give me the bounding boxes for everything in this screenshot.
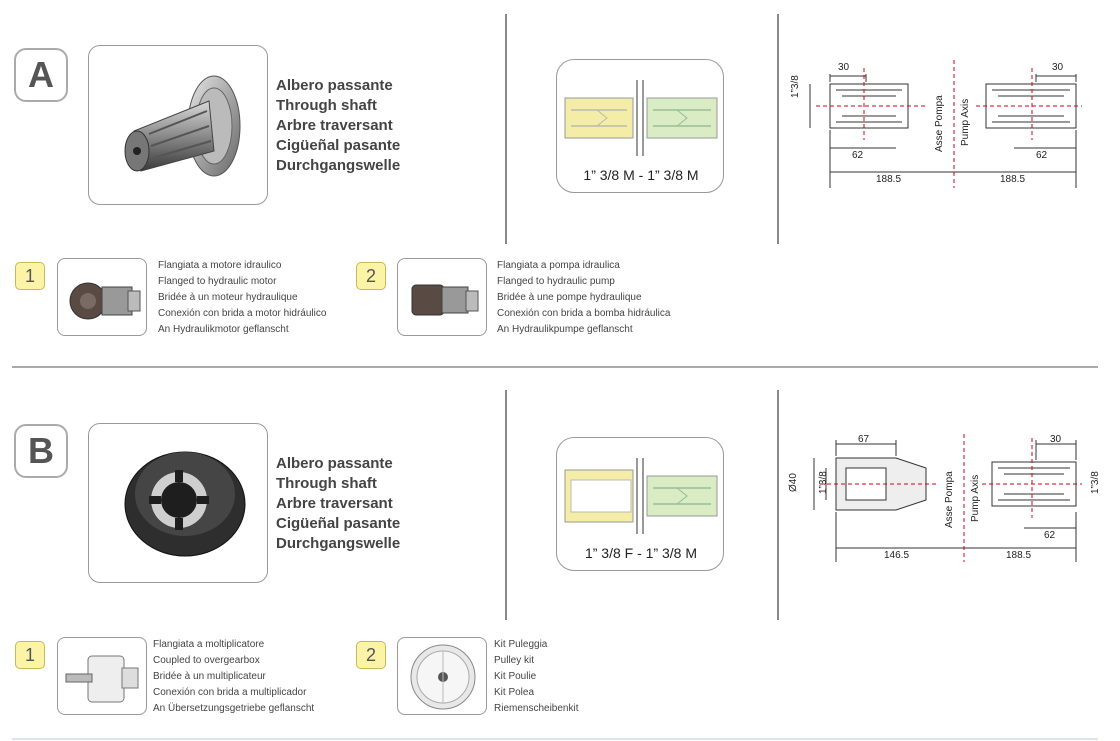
desc-line: Durchgangswelle xyxy=(276,157,401,174)
option-line: Flanged to hydraulic motor xyxy=(158,276,277,287)
dim-right-total: 188.5 xyxy=(1006,550,1032,561)
desc-line: Albero passante xyxy=(276,455,393,472)
desc-line: Through shaft xyxy=(276,97,377,114)
section-b-letter: B xyxy=(28,430,54,471)
axis-label-en: Pump Axis xyxy=(970,474,981,522)
divider xyxy=(505,390,507,620)
dim-right-top: 30 xyxy=(1052,62,1064,73)
dim-left-diameter: Ø40 xyxy=(788,473,799,492)
spline-label-b: 1” 3/8 F - 1” 3/8 M xyxy=(584,545,698,561)
option-a1-number: 1 xyxy=(15,262,45,290)
option-line: Kit Poulie xyxy=(494,671,537,682)
option-line: Kit Polea xyxy=(494,687,535,698)
desc-line: Durchgangswelle xyxy=(276,535,401,552)
option-line: Conexión con brida a bomba hidráulica xyxy=(497,308,671,319)
axis-label-it: Asse Pompa xyxy=(944,471,955,528)
option-number: 1 xyxy=(24,644,35,665)
overgearbox-photo xyxy=(57,637,147,715)
spline-diagram-b: 1” 3/8 F - 1” 3/8 M xyxy=(556,437,724,571)
dim-right-top: 30 xyxy=(1050,434,1062,445)
divider xyxy=(777,390,779,620)
bottom-border xyxy=(12,738,1098,740)
option-b1-number: 1 xyxy=(15,641,45,669)
option-number: 2 xyxy=(365,644,376,665)
option-line: Flangiata a pompa idraulica xyxy=(497,260,620,271)
option-a1-description: Flangiata a motore idraulico Flanged to … xyxy=(158,258,326,338)
through-shaft-photo-a xyxy=(88,45,268,205)
desc-line: Cigüeñal pasante xyxy=(276,515,401,532)
desc-line: Albero passante xyxy=(276,77,393,94)
section-separator xyxy=(12,366,1098,368)
option-a2-description: Flangiata a pompa idraulica Flanged to h… xyxy=(497,258,670,338)
section-b-description: Albero passante Through shaft Arbre trav… xyxy=(276,454,400,554)
technical-drawing-b: 67 Ø40 1”3/8 146.5 30 1”3/8 62 188.5 Ass… xyxy=(786,434,1101,564)
option-number: 1 xyxy=(24,265,35,286)
option-line: Bridée à un moteur hydraulique xyxy=(158,292,298,303)
option-a2-number: 2 xyxy=(356,262,386,290)
option-line: Bridée à une pompe hydraulique xyxy=(497,292,642,303)
option-b1-description: Flangiata a moltiplicatore Coupled to ov… xyxy=(153,637,314,717)
dim-left-top: 67 xyxy=(858,434,870,445)
dim-left-total: 188.5 xyxy=(876,174,902,185)
dim-left-top: 30 xyxy=(838,62,850,73)
hydraulic-motor-photo xyxy=(57,258,147,336)
option-line: An Hydraulikmotor geflanscht xyxy=(158,324,289,335)
spline-diagram-a: 1” 3/8 M - 1” 3/8 M xyxy=(556,59,724,193)
option-line: Pulley kit xyxy=(494,655,535,666)
hydraulic-pump-photo xyxy=(397,258,487,336)
dim-right-bottom: 62 xyxy=(1036,150,1048,161)
through-shaft-photo-b xyxy=(88,423,268,583)
desc-line: Arbre traversant xyxy=(276,117,393,134)
section-a-badge: A xyxy=(14,48,68,102)
axis-label-it: Asse Pompa xyxy=(934,95,945,152)
option-b2-description: Kit Puleggia Pulley kit Kit Poulie Kit P… xyxy=(494,637,579,717)
spline-label-a: 1” 3/8 M - 1” 3/8 M xyxy=(583,167,699,183)
option-line: Conexión con brida a motor hidráulico xyxy=(158,308,327,319)
option-number: 2 xyxy=(365,265,376,286)
desc-line: Arbre traversant xyxy=(276,495,393,512)
dim-left-total: 146.5 xyxy=(884,550,910,561)
desc-line: Through shaft xyxy=(276,475,377,492)
divider xyxy=(505,14,507,244)
option-line: Flangiata a motore idraulico xyxy=(158,260,282,271)
dim-right-height: 1”3/8 xyxy=(1090,471,1101,494)
dim-left-height: 1”3/8 xyxy=(818,471,829,494)
technical-drawing-a: 30 1”3/8 62 188.5 30 62 188.5 Asse Pompa… xyxy=(786,60,1086,190)
pulley-photo xyxy=(397,637,487,715)
dim-left-height: 1”3/8 xyxy=(790,75,801,98)
option-line: An Hydraulikpumpe geflanscht xyxy=(497,324,633,335)
option-line: Kit Puleggia xyxy=(494,639,548,650)
option-b2-number: 2 xyxy=(356,641,386,669)
option-line: Flangiata a moltiplicatore xyxy=(153,639,265,650)
dim-right-total: 188.5 xyxy=(1000,174,1026,185)
option-line: Riemenscheibenkit xyxy=(494,703,579,714)
divider xyxy=(777,14,779,244)
section-a-letter: A xyxy=(28,54,54,95)
option-line: Flanged to hydraulic pump xyxy=(497,276,615,287)
dim-left-bottom: 62 xyxy=(852,150,864,161)
option-line: Bridée à un multiplicateur xyxy=(153,671,266,682)
axis-label-en: Pump Axis xyxy=(960,98,971,146)
option-line: An Übersetzungsgetriebe geflanscht xyxy=(153,703,315,714)
dim-right-bottom: 62 xyxy=(1044,530,1056,541)
option-line: Coupled to overgearbox xyxy=(153,655,260,666)
section-b-badge: B xyxy=(14,424,68,478)
desc-line: Cigüeñal pasante xyxy=(276,137,401,154)
section-a-description: Albero passante Through shaft Arbre trav… xyxy=(276,76,400,176)
option-line: Conexión con brida a multiplicador xyxy=(153,687,307,698)
